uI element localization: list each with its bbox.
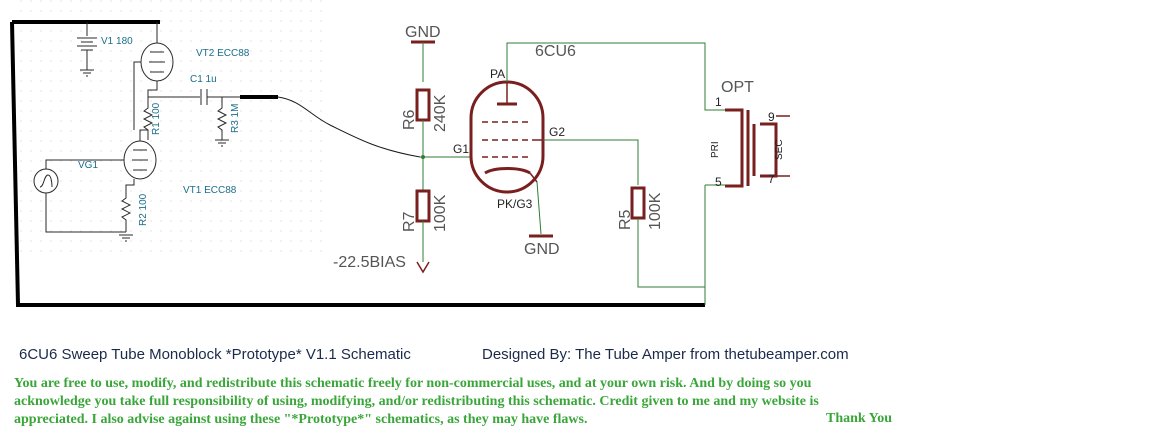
g1-junction bbox=[421, 155, 425, 159]
notice-line: appreciated. I also advise against using… bbox=[14, 412, 588, 427]
r3-resistor bbox=[215, 97, 229, 147]
c1-capacitor bbox=[148, 89, 240, 105]
g2-label: G2 bbox=[549, 125, 565, 139]
6cu6-tube bbox=[469, 80, 545, 194]
r7-resistor bbox=[415, 189, 431, 223]
r6-resistor bbox=[415, 88, 431, 122]
r6-value: 240K bbox=[432, 94, 449, 132]
pk-g3-label: PK/G3 bbox=[497, 197, 533, 211]
r3-label: R3 1M bbox=[230, 104, 241, 133]
r1-label: R1 100 bbox=[151, 102, 162, 135]
gnd-bottom-label: GND bbox=[524, 241, 560, 258]
bias-arrow bbox=[416, 261, 430, 274]
v1-battery-symbol bbox=[77, 22, 97, 77]
vt1-label: VT1 ECC88 bbox=[183, 185, 237, 196]
r5-value: 100K bbox=[647, 192, 664, 230]
notice-line: You are free to use, modify, and redistr… bbox=[14, 376, 812, 391]
pin9-label: 9 bbox=[768, 110, 775, 124]
r7-value: 100K bbox=[432, 194, 449, 232]
pin1-label: 1 bbox=[715, 95, 722, 109]
r2-resistor bbox=[119, 195, 133, 242]
driver-stage: V1 180 VT2 ECC88 C1 1u R1 100 R3 1M bbox=[33, 22, 421, 242]
vt1-tube bbox=[63, 129, 157, 195]
r2-label: R2 100 bbox=[138, 193, 149, 226]
sec-label: SEC bbox=[774, 139, 785, 160]
designer-credit: Designed By: The Tube Amper from thetube… bbox=[482, 346, 849, 363]
schematic-title: 6CU6 Sweep Tube Monoblock *Prototype* V1… bbox=[19, 346, 411, 363]
gnd-top-label: GND bbox=[405, 24, 441, 41]
c1-label: C1 1u bbox=[190, 74, 217, 85]
pri-label: PRI bbox=[710, 141, 721, 158]
r1-resistor bbox=[142, 97, 154, 140]
v1-label: V1 180 bbox=[101, 36, 133, 47]
opt-transformer bbox=[725, 108, 790, 188]
vg1-label: VG1 bbox=[78, 160, 98, 171]
pa-label: PA bbox=[490, 67, 505, 81]
thank-you-text: Thank You bbox=[826, 411, 893, 426]
r6-ref: R6 bbox=[401, 109, 418, 130]
vt2-tube bbox=[133, 22, 174, 130]
r7-ref: R7 bbox=[401, 211, 418, 232]
pin5-label: 5 bbox=[715, 175, 722, 189]
bias-label: -22.5BIAS bbox=[333, 254, 406, 271]
notice-line: acknowledge you take full responsibility… bbox=[14, 394, 819, 409]
signal-wire bbox=[277, 96, 421, 158]
grid-background bbox=[18, 0, 323, 255]
schematic-diagram: V1 180 VT2 ECC88 C1 1u R1 100 R3 1M bbox=[10, 0, 790, 307]
vt2-label: VT2 ECC88 bbox=[196, 48, 250, 59]
r5-ref: R5 bbox=[617, 209, 634, 230]
output-stage: GND R6 240K G1 R7 100K -22.5BIAS bbox=[333, 24, 790, 305]
opt-label: OPT bbox=[721, 79, 754, 96]
g1-label: G1 bbox=[453, 142, 469, 156]
license-notice: You are free to use, modify, and redistr… bbox=[14, 375, 914, 429]
vg1-signal-source bbox=[33, 159, 126, 233]
pin7-label: 7 bbox=[768, 172, 775, 186]
frame-wires bbox=[10, 20, 705, 307]
tube-name-label: 6CU6 bbox=[535, 43, 576, 60]
